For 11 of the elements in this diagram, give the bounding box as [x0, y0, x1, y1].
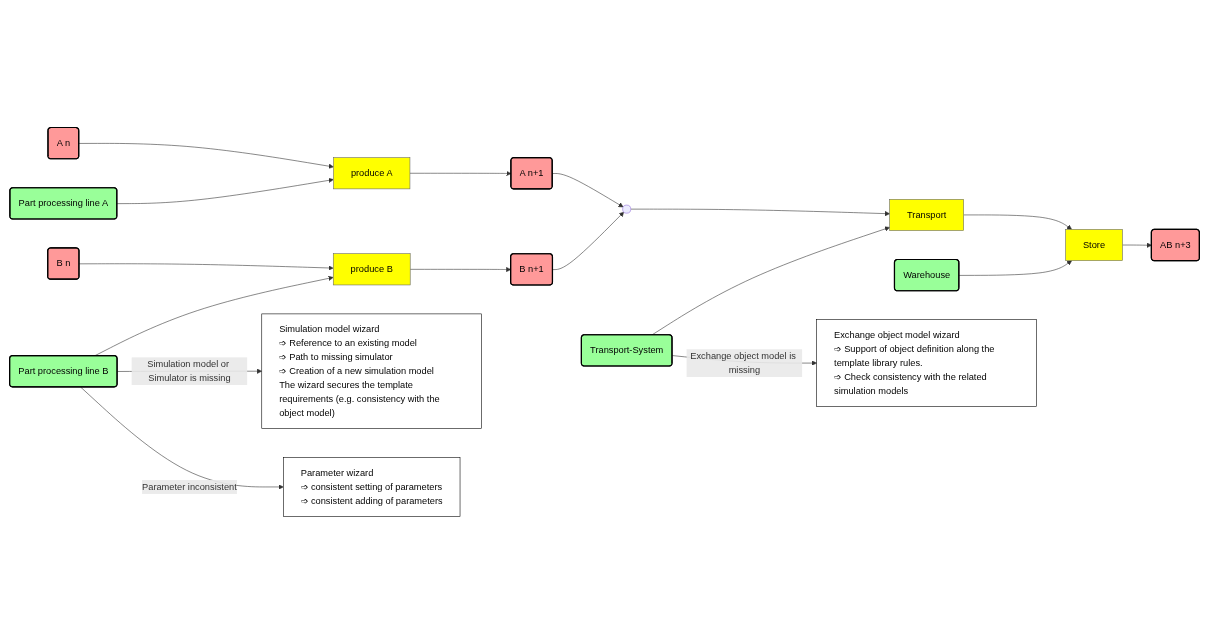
node-box: Parameter wizard ➩ consistent setting of parameters ➩ consistent adding of parameters — [283, 457, 461, 517]
node-box: produce A — [333, 157, 411, 190]
node-box: Exchange object model wizard ➩ Support of object definition along the template library rules. ➩ Check consistency with the related simulation models — [816, 319, 1037, 407]
edge-label: Simulation model or Simulator is missing — [147, 359, 231, 383]
node-circle — [622, 204, 632, 214]
node-box: produce B — [332, 253, 411, 286]
node-box: Transport — [889, 199, 964, 231]
node-box: Simulation model wizard ➩ Reference to an existing model ➩ Path to missing simulator ➩ Creation of a new simulation model The wizard secures the template requirements (e.g. consistency with the object model) — [261, 313, 482, 429]
node-box: Store — [1065, 229, 1123, 261]
edge-label: Exchange object model is missing — [690, 350, 796, 375]
edge-label: Parameter inconsistent — [142, 481, 237, 492]
